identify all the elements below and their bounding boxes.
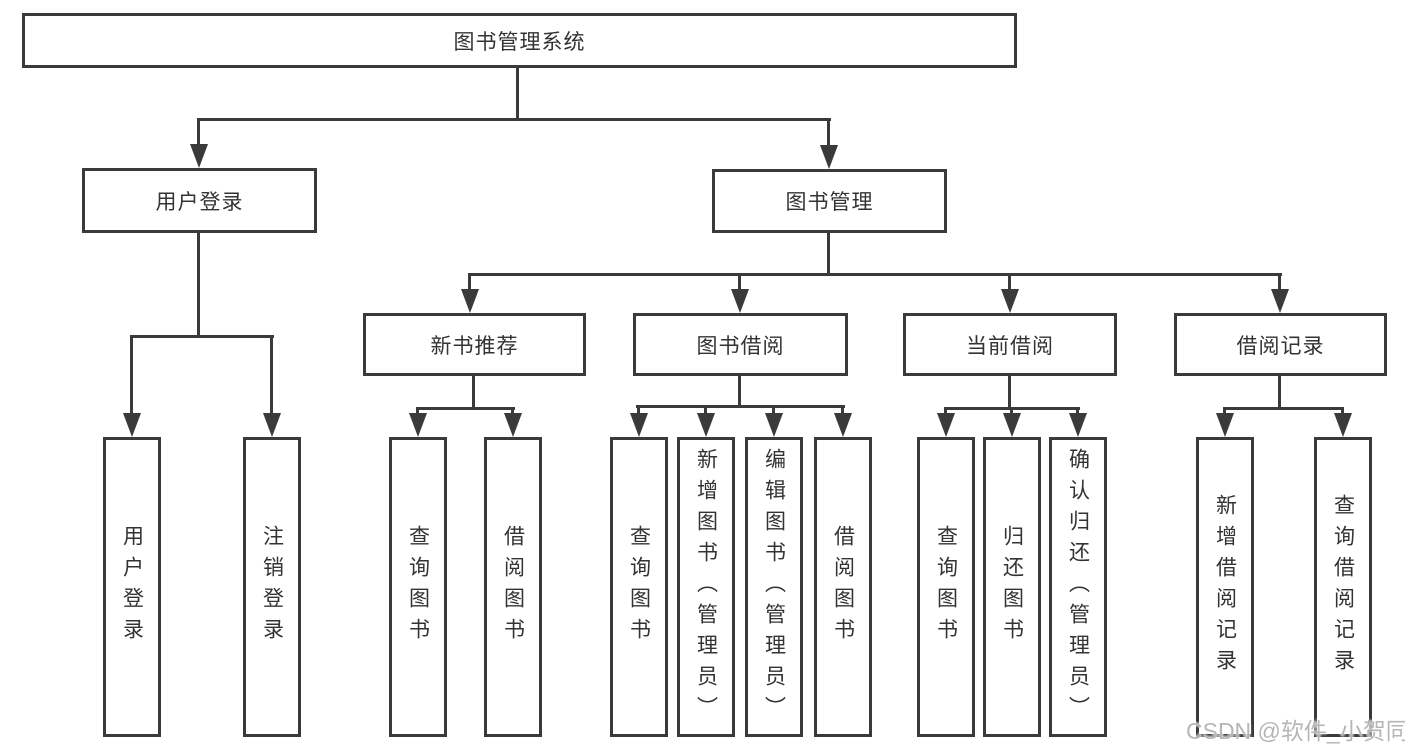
leaf-user-login-label: 用户登录 <box>120 525 144 649</box>
leaf-edit-books-admin: 编辑图书（管理员） <box>745 437 803 737</box>
connector-line <box>197 233 200 337</box>
connector-arrow <box>834 413 852 437</box>
node-book-management: 图书管理 <box>712 169 947 233</box>
connector-arrow <box>731 289 749 313</box>
connector-arrow <box>937 413 955 437</box>
leaf-query-books-current-label: 查询图书 <box>934 525 958 649</box>
leaf-add-borrow-record: 新增借阅记录 <box>1196 437 1254 737</box>
connector-line <box>1008 376 1011 409</box>
node-new-book-recommendation-label: 新书推荐 <box>430 334 519 358</box>
node-user-login-label: 用户登录 <box>155 190 244 214</box>
connector-arrow <box>461 289 479 313</box>
leaf-logout: 注销登录 <box>243 437 301 737</box>
node-borrowing-records: 借阅记录 <box>1174 313 1387 376</box>
node-current-borrowing-label: 当前借阅 <box>966 334 1054 358</box>
connector-arrow <box>697 413 715 437</box>
connector-line <box>1278 273 1281 291</box>
connector-line <box>1010 407 1013 416</box>
node-library-system: 图书管理系统 <box>22 13 1017 68</box>
connector-line <box>516 68 519 121</box>
connector-arrow <box>1003 413 1021 437</box>
connector-line <box>416 407 515 410</box>
connector-line <box>468 273 471 291</box>
connector-line <box>841 405 844 416</box>
connector-line <box>738 273 741 291</box>
leaf-return-books-label: 归还图书 <box>1000 525 1024 649</box>
connector-line <box>1076 407 1079 416</box>
connector-line <box>704 405 707 416</box>
leaf-edit-books-admin-label: 编辑图书（管理员） <box>762 447 786 727</box>
connector-arrow <box>1271 289 1289 313</box>
connector-line <box>1223 407 1344 410</box>
leaf-return-books: 归还图书 <box>983 437 1041 737</box>
node-book-management-label: 图书管理 <box>785 191 874 214</box>
connector-line <box>738 376 741 408</box>
connector-line <box>1341 407 1344 416</box>
leaf-query-books-borrow: 查询图书 <box>610 437 668 737</box>
node-new-book-recommendation: 新书推荐 <box>363 313 586 376</box>
leaf-logout-label: 注销登录 <box>260 525 284 649</box>
connector-line <box>197 118 831 121</box>
connector-line <box>1223 407 1226 416</box>
leaf-query-borrow-record-label: 查询借阅记录 <box>1331 494 1355 680</box>
node-current-borrowing: 当前借阅 <box>903 313 1117 376</box>
leaf-query-borrow-record: 查询借阅记录 <box>1314 437 1372 737</box>
connector-line <box>511 407 514 416</box>
connector-arrow <box>123 413 141 437</box>
leaf-confirm-return-admin: 确认归还（管理员） <box>1049 437 1107 737</box>
connector-line <box>827 118 830 147</box>
connector-arrow <box>765 413 783 437</box>
connector-arrow <box>1001 289 1019 313</box>
connector-line <box>637 405 640 416</box>
connector-line <box>636 405 845 408</box>
connector-line <box>130 335 133 415</box>
leaf-query-books-current: 查询图书 <box>917 437 975 737</box>
leaf-add-books-admin: 新增图书（管理员） <box>677 437 735 737</box>
connector-arrow <box>1334 413 1352 437</box>
leaf-add-books-admin-label: 新增图书（管理员） <box>694 447 718 727</box>
csdn-watermark: CSDN @软件_小贺同学 <box>1186 718 1405 744</box>
connector-arrow <box>409 413 427 437</box>
leaf-query-books-borrow-label: 查询图书 <box>627 525 651 649</box>
node-library-system-label: 图书管理系统 <box>453 30 586 54</box>
connector-arrow <box>1069 413 1087 437</box>
leaf-query-books-recommend-label: 查询图书 <box>406 525 430 649</box>
leaf-query-books-recommend: 查询图书 <box>389 437 447 737</box>
connector-arrow <box>504 413 522 437</box>
node-user-login: 用户登录 <box>82 168 317 233</box>
leaf-borrow-books-recommend: 借阅图书 <box>484 437 542 737</box>
node-borrowing-records-label: 借阅记录 <box>1236 334 1325 358</box>
connector-line <box>472 376 475 410</box>
connector-line <box>416 407 419 416</box>
connector-line <box>772 405 775 416</box>
connector-line <box>197 118 200 146</box>
node-book-borrowing: 图书借阅 <box>633 313 848 376</box>
connector-arrow <box>190 144 208 168</box>
leaf-add-borrow-record-label: 新增借阅记录 <box>1213 494 1237 680</box>
connector-line <box>270 335 273 415</box>
connector-line <box>1008 273 1011 291</box>
connector-arrow <box>263 413 281 437</box>
leaf-borrow-books-label: 借阅图书 <box>831 525 855 649</box>
node-book-borrowing-label: 图书借阅 <box>696 334 785 358</box>
connector-line <box>1278 376 1281 409</box>
connector-line <box>944 407 947 416</box>
leaf-borrow-books-recommend-label: 借阅图书 <box>501 525 525 649</box>
leaf-borrow-books: 借阅图书 <box>814 437 872 737</box>
connector-arrow <box>820 145 838 169</box>
leaf-confirm-return-admin-label: 确认归还（管理员） <box>1066 447 1090 727</box>
connector-line <box>827 233 830 276</box>
connector-line <box>130 335 274 338</box>
connector-line <box>468 273 1282 276</box>
leaf-user-login: 用户登录 <box>103 437 161 737</box>
connector-arrow <box>1216 413 1234 437</box>
connector-arrow <box>630 413 648 437</box>
